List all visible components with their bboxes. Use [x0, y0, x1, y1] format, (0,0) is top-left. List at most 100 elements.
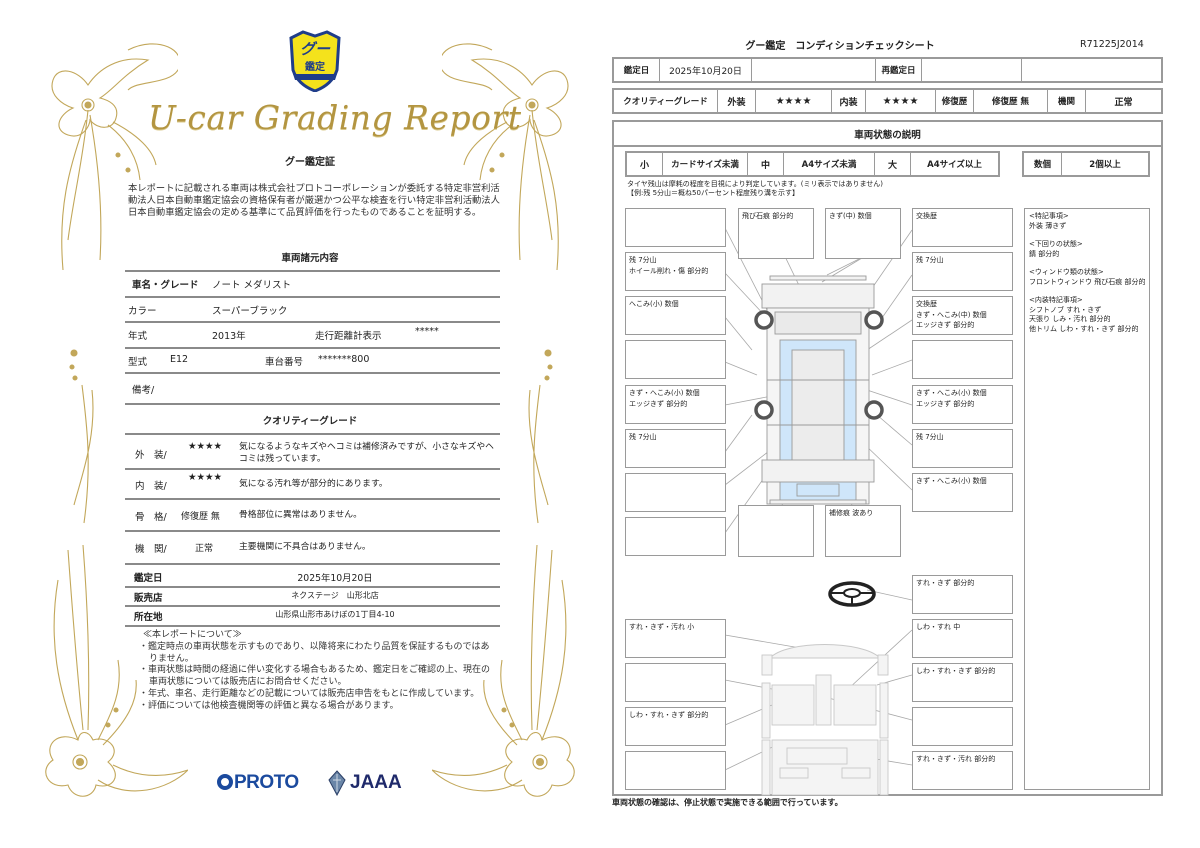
divider — [125, 321, 500, 323]
blank-cell — [752, 59, 876, 81]
exterior-detail-box: きず(中) 数個 — [825, 208, 901, 259]
goo-kantei-emblem-icon: グー 鑑定 — [287, 30, 343, 93]
address-value: 山形県山形市あけぼの1丁目4-10 — [275, 610, 395, 619]
info-row-dealer: 販売店 ネクステージ 山形北店 — [130, 587, 500, 605]
car-interior-view-icon — [724, 581, 913, 796]
repair-history-value: 修復歴 無 — [974, 90, 1048, 112]
grade-label: 機 関/ — [135, 544, 167, 555]
jaaa-logo-text: JAAA — [350, 772, 402, 793]
exterior-detail-box: 飛び石痕 部分的 — [738, 208, 814, 259]
grade-row-frame: 骨 格/ 修復歴 無 骨格部位に異常はありません。 — [133, 503, 500, 528]
notes-line: フロントウィンドウ 飛び石痕 部分的 — [1029, 277, 1146, 286]
spec-row-model: 型式 E12 車台番号 *******800 — [128, 350, 500, 370]
count-legend: 数個 2個以上 — [1022, 151, 1150, 177]
divider — [125, 625, 500, 627]
size-large-label: 大 — [875, 153, 911, 175]
damage-size-legend: 小 カードサイズ未満 中 A4サイズ未満 大 A4サイズ以上 — [625, 151, 1000, 177]
odometer-value: ***** — [415, 326, 439, 337]
size-medium-value: A4サイズ未満 — [784, 153, 875, 175]
exterior-detail-box: 交換歴 きず・へこみ(中) 数個 エッジきず 部分的 — [912, 296, 1013, 335]
info-row-address: 所在地 山形県山形市あけぼの1丁目4-10 — [130, 606, 500, 624]
car-exterior-top-view-icon — [724, 227, 913, 534]
jaaa-logo-icon — [328, 770, 346, 796]
notes-group-title: <内装特記事項> — [1029, 296, 1083, 304]
spec-row-color: カラー スーパーブラック — [128, 299, 500, 319]
ornament-bottom-right-icon — [432, 540, 592, 820]
divider — [125, 270, 500, 272]
detail-text: すれ・きず・汚れ 小 — [629, 623, 695, 631]
year-value: 2013年 — [212, 331, 246, 342]
detail-text: しわ・すれ・きず 部分的 — [629, 711, 709, 719]
grade-value: ★★★★ — [188, 441, 223, 452]
ornament-top-right-icon — [442, 30, 592, 330]
exterior-detail-box — [912, 340, 1013, 379]
divider — [125, 468, 500, 470]
engine-value: 正常 — [1114, 97, 1133, 108]
proto-logo: PROTO — [217, 772, 299, 794]
proto-logo-icon — [217, 774, 233, 790]
interior-label: 内装 — [832, 90, 866, 112]
reinspection-date-value — [922, 59, 1022, 81]
color-value: スーパーブラック — [212, 306, 288, 317]
grade-desc: 気になる汚れ等が部分的にあります。 — [239, 479, 388, 489]
grade-row-exterior: 外 装/ ★★★★ 気になるようなキズやヘコミは補修済みですが、小さなキズやヘコ… — [133, 438, 500, 468]
quality-grade-row: クオリティーグレード 外装 ★★★★ 内装 ★★★★ 修復歴 修復歴 無 機関 … — [612, 88, 1163, 114]
report-title: U-car Grading Report — [148, 98, 522, 137]
exterior-detail-box: 残 7分山 — [625, 429, 726, 468]
grade-value: 修復歴 無 — [181, 512, 220, 522]
ornament-bottom-left-icon — [28, 540, 188, 820]
size-large-value: A4サイズ以上 — [927, 160, 982, 170]
divider — [125, 605, 500, 607]
emblem-top-text: グー — [299, 40, 330, 58]
name-label: 車名・グレード — [132, 280, 199, 291]
detail-text: 残 7分山 — [629, 433, 657, 441]
size-medium-label: 中 — [748, 153, 784, 175]
detail-text: しわ・すれ・きず 部分的 — [916, 667, 996, 675]
divider — [125, 530, 500, 532]
specs-title: 車両諸元内容 — [281, 253, 339, 264]
chassis-label: 車台番号 — [265, 357, 304, 368]
interior-detail-box — [625, 751, 726, 790]
notes-line: シフトノブ すれ・きず — [1029, 305, 1102, 314]
dealer-value: ネクステージ 山形北店 — [291, 591, 379, 600]
interior-detail-box — [625, 663, 726, 702]
tire-tread-note: タイヤ残山は摩耗の程度を目視により判定しています。(ミリ表示ではありません) 【… — [627, 180, 883, 198]
grading-certificate: グー 鑑定 U-car Grading Report グー鑑定証 本レポートに記… — [28, 30, 592, 820]
footer-note: 車両状態の確認は、停止状態で実施できる範囲で行っています。 — [612, 798, 843, 807]
interior-detail-box: しわ・すれ 中 — [912, 619, 1013, 658]
section-title: 車両状態の説明 — [614, 122, 1161, 147]
detail-text: 交換歴 — [916, 300, 937, 308]
spec-row-remarks: 備考/ — [130, 378, 500, 398]
certificate-heading: グー鑑定証 — [285, 157, 335, 168]
exterior-detail-box — [625, 340, 726, 379]
interior-detail-box — [912, 707, 1013, 746]
about-bullet: ・年式、車名、走行距離などの記載については販売店申告をもとに作成しています。 — [139, 688, 480, 699]
exterior-detail-box — [625, 473, 726, 512]
exterior-detail-box: きず・へこみ(小) 数個 エッジきず 部分的 — [625, 385, 726, 424]
interior-detail-box: しわ・すれ・きず 部分的 — [912, 663, 1013, 702]
notes-group-title: <下回りの状態> — [1029, 240, 1083, 248]
size-small-value: カードサイズ未満 — [663, 153, 748, 175]
about-bullet: ・鑑定時点の車両状態を示すものであり、以降将来にわたり品質を保証するものではあり… — [139, 641, 490, 664]
detail-text: しわ・すれ 中 — [916, 623, 961, 631]
detail-text: エッジきず 部分的 — [916, 400, 975, 408]
detail-text: きず・へこみ(小) 数個 — [916, 477, 987, 485]
inspection-date-row: 鑑定日 2025年10月20日 再鑑定日 — [612, 57, 1163, 83]
year-label: 年式 — [128, 331, 148, 342]
grade-desc: 骨格部位に異常はありません。 — [239, 510, 362, 520]
divider — [125, 403, 500, 405]
detail-text: ホイール削れ・傷 部分的 — [629, 267, 709, 275]
sheet-title: グー鑑定 コンディションチェックシート — [745, 41, 935, 52]
spec-row-name: 車名・グレード ノート メダリスト — [130, 273, 500, 293]
notes-line: 外装 薄きず — [1029, 221, 1067, 230]
count-value: 2個以上 — [1089, 160, 1121, 170]
count-label: 数個 — [1024, 153, 1062, 175]
emblem-bottom-text: 鑑定 — [305, 62, 325, 73]
exterior-detail-box: 残 7分山 ホイール削れ・傷 部分的 — [625, 252, 726, 291]
exterior-detail-box: きず・へこみ(小) 数個 — [912, 473, 1013, 512]
grade-row-engine: 機 関/ 正常 主要機関に不具合はありません。 — [133, 535, 500, 560]
grade-desc: 気になるようなキズやヘコミは補修済みですが、小さなキズやヘコミは残っています。 — [239, 442, 494, 464]
exterior-detail-box: 残 7分山 — [912, 252, 1013, 291]
detail-text: 残 7分山 — [916, 433, 944, 441]
spec-row-year: 年式 2013年 走行距離計表示 ***** — [128, 324, 500, 344]
